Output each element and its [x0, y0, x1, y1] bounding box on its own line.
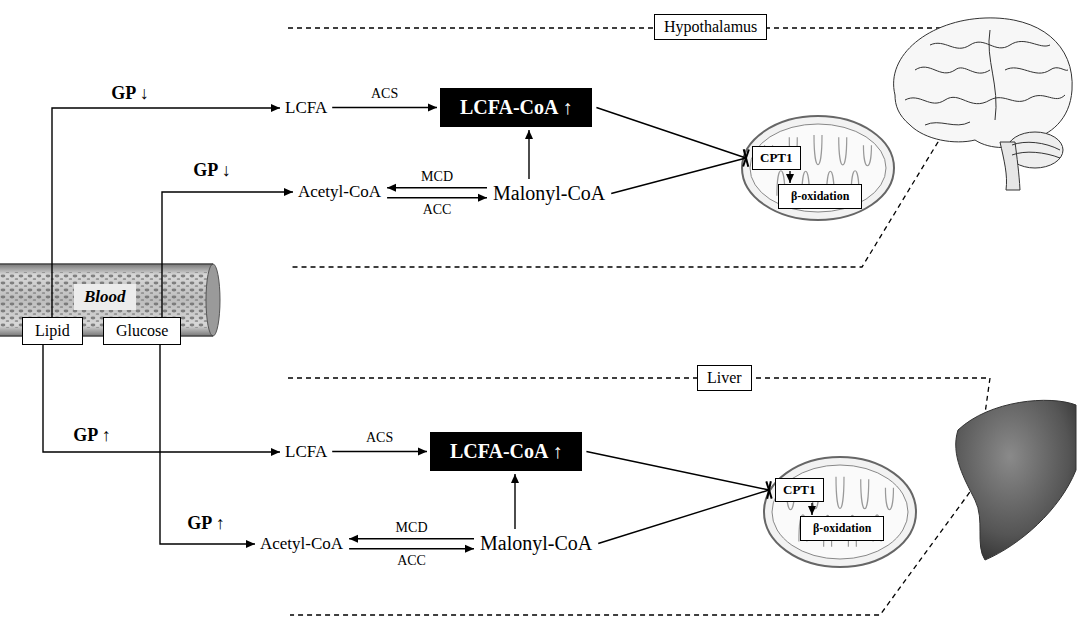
cerebrum [894, 18, 1073, 148]
cerebellum-fold [1012, 152, 1060, 158]
condition-label: GP ↑ [71, 425, 113, 446]
node-text: Malonyl-CoA [480, 532, 592, 555]
sulcus [989, 30, 996, 120]
enzyme-label: MCD [419, 169, 455, 185]
region-bracket [288, 28, 1003, 267]
source-box: Lipid [22, 317, 83, 345]
mitochondrion-outer [742, 116, 894, 220]
inhibition-line [586, 452, 769, 491]
enzyme-label: ACC [421, 202, 454, 218]
arrow-connector [332, 451, 427, 452]
arrow-connector [332, 107, 437, 108]
node-text: β-oxidation [791, 189, 849, 204]
process-box: β-oxidation [800, 516, 884, 541]
enzyme-label: ACC [395, 553, 428, 569]
enzyme-box: CPT1 [752, 146, 801, 170]
arrow-connector [811, 503, 812, 515]
node-text: LCFA-CoA ↑ [460, 96, 572, 119]
condition-label: GP ↓ [109, 83, 151, 104]
node-text: Malonyl-CoA [493, 182, 605, 205]
node-text: Glucose [116, 322, 168, 340]
condition-label: GP ↑ [185, 513, 227, 534]
gyrus [915, 67, 990, 73]
arrow-connector [789, 171, 790, 183]
metabolite: Acetyl-CoA [258, 533, 345, 555]
mitochondrion-inner [772, 465, 908, 559]
mitochondrion [764, 457, 916, 567]
region-label: Liver [697, 365, 752, 391]
vessel-label: Blood [74, 284, 136, 310]
arrow-connector [387, 197, 487, 198]
gyrus [930, 41, 1050, 48]
arrow-connector [514, 474, 515, 529]
metabolite: Malonyl-CoA [491, 181, 607, 206]
crista [863, 145, 871, 165]
metabolite: Malonyl-CoA [478, 531, 594, 556]
crista [839, 137, 847, 165]
inhibition-line [611, 158, 746, 194]
metabolite: Acetyl-CoA [296, 181, 383, 203]
enzyme-label: ACS [364, 430, 395, 446]
crista [814, 135, 822, 165]
inhibition-line [598, 490, 769, 544]
arrow-connector [528, 130, 529, 179]
enzyme-label: ACS [369, 86, 400, 102]
node-text: CPT1 [783, 482, 816, 498]
arrow-connector [387, 187, 487, 188]
arrow-connector [349, 538, 474, 539]
gyrus [905, 95, 1065, 104]
vessel-edge [0, 263, 213, 265]
cerebellum-fold [1012, 142, 1060, 150]
node-text: LCFA [285, 98, 327, 118]
enzyme-box: CPT1 [775, 478, 824, 502]
enzyme-label: MCD [394, 520, 430, 536]
mitochondrion [742, 116, 894, 220]
gyrus [925, 122, 970, 125]
crista [885, 488, 893, 510]
process-box: β-oxidation [778, 184, 862, 209]
source-box: Glucose [103, 317, 181, 345]
arrow-connector [160, 345, 255, 544]
region-bracket [288, 378, 990, 615]
node-text: Blood [84, 287, 126, 307]
arrow-connector [162, 192, 293, 317]
arrow-connector [52, 108, 280, 317]
node-text: Lipid [35, 322, 70, 340]
node-text: Hypothalamus [664, 18, 757, 36]
node-text: Acetyl-CoA [260, 534, 343, 554]
highlight-box: LCFA-CoA ↑ [440, 88, 592, 127]
arrow-connector [43, 345, 280, 452]
brain-illustration [894, 18, 1073, 190]
crista [836, 477, 844, 509]
node-text: Liver [707, 369, 742, 387]
inhibition-line [596, 108, 746, 159]
condition-label: GP ↓ [191, 160, 233, 181]
node-text: Acetyl-CoA [298, 182, 381, 202]
node-text: LCFA-CoA ↑ [450, 440, 562, 463]
arrow-connector [349, 548, 474, 549]
node-text: CPT1 [760, 150, 793, 166]
mitochondrion-inner [750, 124, 886, 212]
region-label: Hypothalamus [654, 14, 767, 40]
metabolite: LCFA [283, 441, 329, 463]
node-text: LCFA [285, 442, 327, 462]
brainstem [1000, 142, 1020, 190]
mitochondrion-outer [764, 457, 916, 567]
liver-illustration [956, 400, 1076, 560]
gyrus [1005, 68, 1068, 73]
vessel-opening [206, 264, 220, 336]
crista [861, 479, 869, 509]
node-text: β-oxidation [813, 521, 871, 536]
highlight-box: LCFA-CoA ↑ [430, 432, 582, 471]
metabolite: LCFA [283, 97, 329, 119]
